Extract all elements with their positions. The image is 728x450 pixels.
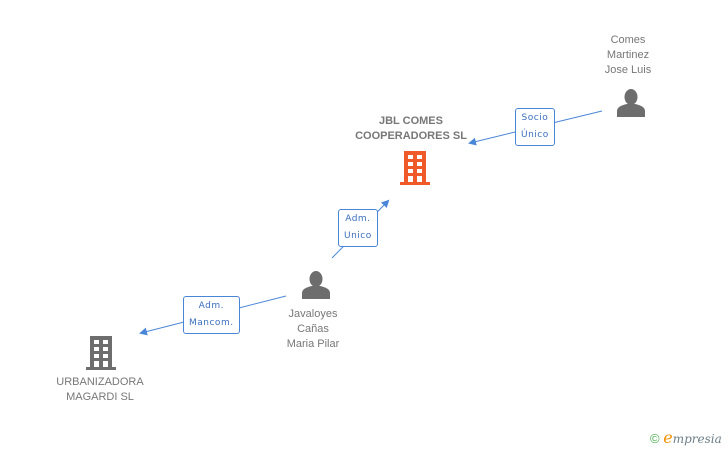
- node-label-jbl[interactable]: JBL COMES COOPERADORES SL: [355, 115, 467, 142]
- building-icon-jbl[interactable]: [400, 150, 430, 186]
- edge-label-adm-mancom: Adm. Mancom.: [183, 296, 240, 334]
- edge-label-socio-unico: Socio Único: [515, 108, 555, 146]
- edge-label-adm-unico: Adm. Unico: [338, 209, 378, 247]
- brand-logo-text: mpresia: [672, 432, 722, 446]
- building-icon-urbanizadora[interactable]: [86, 335, 116, 371]
- person-icon-javaloyes[interactable]: [301, 270, 331, 300]
- person-icon-comes[interactable]: [616, 88, 646, 118]
- node-label-comes[interactable]: Comes Martinez Jose Luis: [604, 34, 652, 76]
- copyright-icon: ©: [650, 431, 660, 446]
- footer-brand: © empresia: [650, 428, 722, 447]
- node-label-urbanizadora[interactable]: URBANIZADORA MAGARDI SL: [56, 376, 144, 403]
- node-label-javaloyes[interactable]: Javaloyes Cañas Maria Pilar: [286, 308, 340, 350]
- brand-logo-initial: e: [663, 428, 673, 447]
